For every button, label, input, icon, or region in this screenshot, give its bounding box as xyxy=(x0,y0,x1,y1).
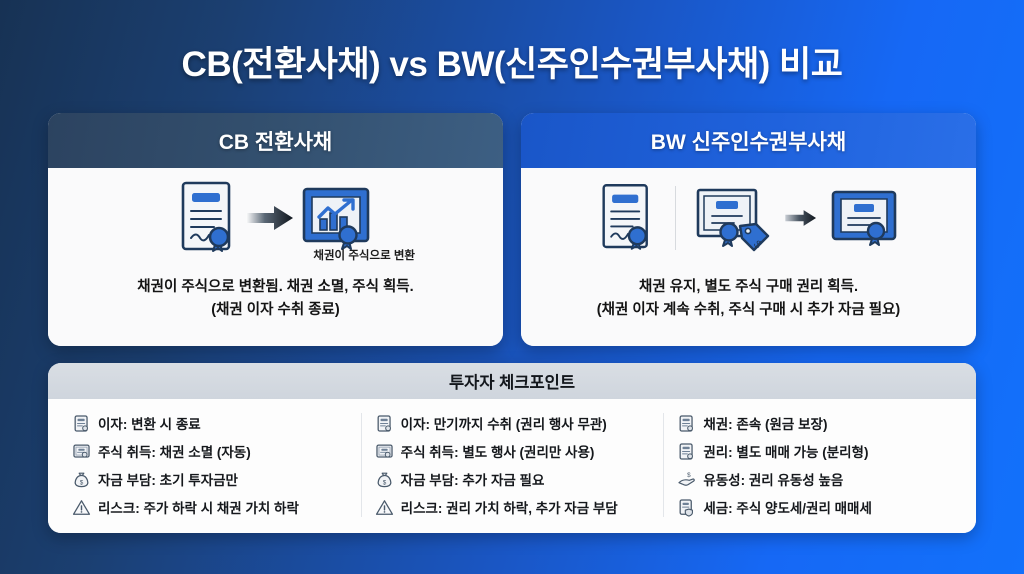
svg-text:$: $ xyxy=(382,479,386,486)
stock-certificate-icon xyxy=(830,187,898,249)
list-item-label: 주식 취득: 채권 소멸 (자동) xyxy=(98,445,251,460)
cb-art-caption: 채권이 주식으로 변환 xyxy=(313,250,415,262)
page-title: CB(전환사채) vs BW(신주인수권부사채) 비교 xyxy=(181,45,843,84)
list-item: $ 유동성: 권리 유동성 높음 xyxy=(677,465,960,493)
list-item: 주식 취득: 별도 행사 (권리만 사용) xyxy=(375,437,658,465)
checkpoint-column-extra: 채권: 존속 (원금 보장) 권리: 별도 매매 가능 (분리형) $ 유동성:… xyxy=(663,409,966,521)
cb-description-line2: (채권 이자 수취 종료) xyxy=(211,302,340,319)
warrant-tag-certificate-icon: $ xyxy=(694,182,772,254)
stock-certificate-chart-icon xyxy=(300,181,374,255)
list-item-label: 리스크: 권리 가치 하락, 추가 자금 부담 xyxy=(400,501,618,516)
document-icon xyxy=(677,414,696,433)
list-item: 주식 취득: 채권 소멸 (자동) xyxy=(72,437,355,465)
list-item: 이자: 변환 시 종료 xyxy=(72,409,355,437)
list-item-label: 리스크: 주가 하락 시 채권 가치 하락 xyxy=(98,501,299,516)
warning-triangle-icon xyxy=(72,498,91,517)
list-item: 이자: 만기까지 수취 (권리 행사 무관) xyxy=(375,409,658,437)
list-item-label: 채권: 존속 (원금 보장) xyxy=(703,417,828,432)
list-item-label: 권리: 별도 매매 가능 (분리형) xyxy=(703,445,869,460)
list-item-label: 주식 취득: 별도 행사 (권리만 사용) xyxy=(400,445,595,460)
arrow-right-icon xyxy=(244,203,296,233)
bw-card: BW 신주인수권부사채 xyxy=(521,113,976,346)
investor-checkpoint-panel: 투자자 체크포인트 이자: 변환 시 종료 주식 취득: 채권 소멸 (자동) xyxy=(48,363,976,533)
illustration-divider xyxy=(675,186,676,250)
certificate-icon xyxy=(72,442,91,461)
document-icon xyxy=(677,442,696,461)
document-icon xyxy=(375,414,394,433)
list-item: 세금: 주식 양도세/권리 매매세 xyxy=(677,493,960,521)
svg-text:$: $ xyxy=(687,472,691,479)
money-bag-icon: $ xyxy=(72,470,91,489)
cb-card-body: 채권이 주식으로 변환 채권이 주식으로 변환됨. 채권 소멸, 주식 획득. … xyxy=(48,168,503,346)
bond-certificate-icon xyxy=(599,181,657,255)
list-item: 채권: 존속 (원금 보장) xyxy=(677,409,960,437)
money-bag-icon: $ xyxy=(375,470,394,489)
list-item-label: 이자: 만기까지 수취 (권리 행사 무관) xyxy=(400,417,607,432)
list-item-label: 유동성: 권리 유동성 높음 xyxy=(703,473,844,488)
cb-description: 채권이 주식으로 변환됨. 채권 소멸, 주식 획득. (채권 이자 수취 종료… xyxy=(121,276,429,323)
bw-description-line1: 채권 유지, 별도 주식 구매 권리 획득. xyxy=(639,279,858,295)
list-item: $ 자금 부담: 초기 투자금만 xyxy=(72,465,355,493)
certificate-icon xyxy=(375,442,394,461)
list-item-label: 이자: 변환 시 종료 xyxy=(98,417,201,432)
cb-card-header: CB 전환사채 xyxy=(48,113,503,168)
svg-text:$: $ xyxy=(80,479,84,486)
comparison-cards: CB 전환사채 xyxy=(48,113,976,346)
bw-card-header: BW 신주인수권부사채 xyxy=(521,113,976,168)
bond-certificate-icon xyxy=(178,179,240,257)
list-item-label: 자금 부담: 초기 투자금만 xyxy=(98,473,238,488)
list-item: 권리: 별도 매매 가능 (분리형) xyxy=(677,437,960,465)
checkpoint-columns: 이자: 변환 시 종료 주식 취득: 채권 소멸 (자동) $ 자금 부담: 초… xyxy=(48,399,976,533)
list-item: 리스크: 주가 하락 시 채권 가치 하락 xyxy=(72,493,355,521)
list-item: $ 자금 부담: 추가 자금 필요 xyxy=(375,465,658,493)
cb-card: CB 전환사채 xyxy=(48,113,503,346)
bw-card-body: $ xyxy=(521,168,976,346)
bw-illustration: $ xyxy=(521,168,976,264)
arrow-right-icon xyxy=(784,207,818,229)
checkpoint-column-cb: 이자: 변환 시 종료 주식 취득: 채권 소멸 (자동) $ 자금 부담: 초… xyxy=(58,409,361,521)
cb-illustration: 채권이 주식으로 변환 xyxy=(48,168,503,264)
document-icon xyxy=(72,414,91,433)
warning-triangle-icon xyxy=(375,498,394,517)
cb-description-line1: 채권이 주식으로 변환됨. 채권 소멸, 주식 획득. xyxy=(137,279,414,295)
bw-description: 채권 유지, 별도 주식 구매 권리 획득. (채권 이자 계속 수취, 주식 … xyxy=(581,276,916,323)
list-item: 리스크: 권리 가치 하락, 추가 자금 부담 xyxy=(375,493,658,521)
list-item-label: 자금 부담: 추가 자금 필요 xyxy=(400,473,545,488)
document-shield-icon xyxy=(677,498,696,517)
checkpoint-header: 투자자 체크포인트 xyxy=(48,363,976,399)
list-item-label: 세금: 주식 양도세/권리 매매세 xyxy=(703,501,872,516)
checkpoint-column-bw: 이자: 만기까지 수취 (권리 행사 무관) 주식 취득: 별도 행사 (권리만… xyxy=(360,409,664,521)
bw-description-line2: (채권 이자 계속 수취, 주식 구매 시 추가 자금 필요) xyxy=(596,302,901,319)
hand-dollar-icon: $ xyxy=(677,470,696,489)
